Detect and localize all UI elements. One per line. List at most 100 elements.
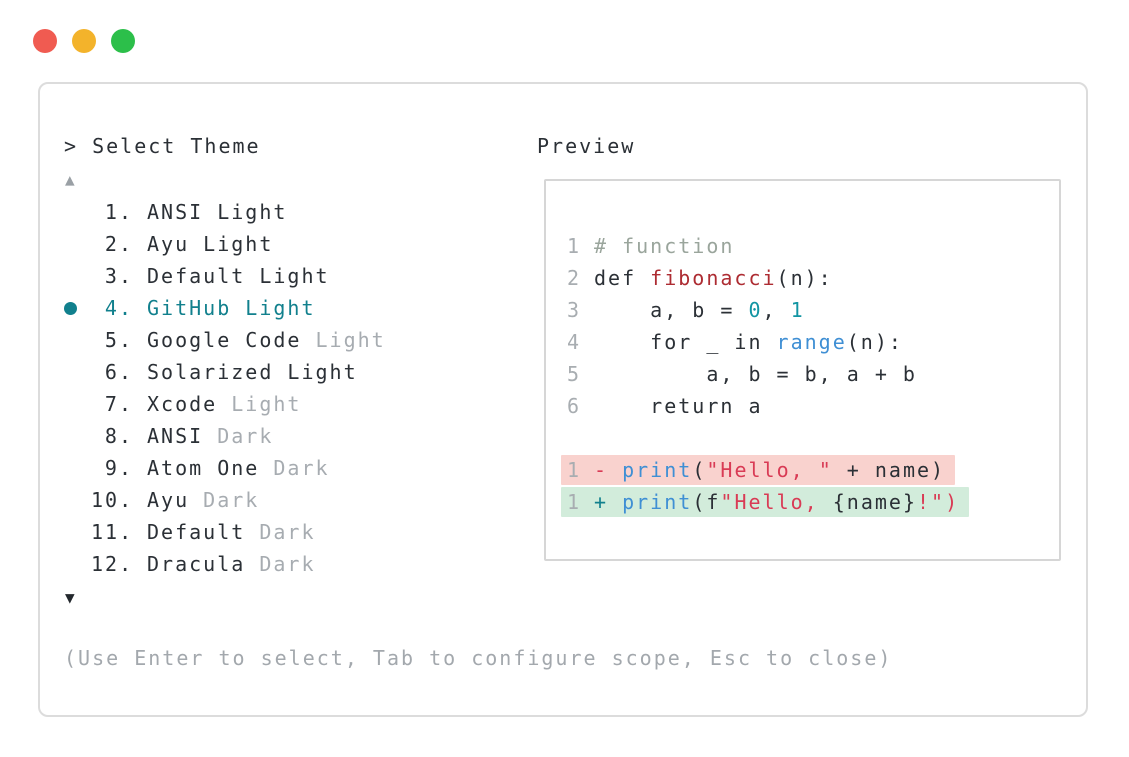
token-plain: (n): — [776, 266, 833, 290]
code-line — [546, 422, 1059, 454]
theme-name: Google Code Light — [147, 328, 386, 352]
selected-theme-bullet — [64, 301, 77, 315]
code-line-content — [567, 422, 594, 454]
code-line: 3 a, b = 0, 1 — [546, 294, 1059, 326]
theme-number: 4. — [104, 296, 133, 320]
code-line-content: 5 a, b = b, a + b — [567, 358, 917, 390]
line-number: 1 — [567, 234, 582, 258]
code-line-content: 2 def fibonacci(n): — [567, 262, 833, 294]
theme-list-item[interactable]: 11.Default Dark — [40, 516, 540, 548]
code-line-content: 4 for _ in range(n): — [567, 326, 903, 358]
token-function: fibonacci — [650, 266, 777, 290]
token-plain: (f — [692, 490, 721, 514]
theme-number: 11. — [91, 520, 134, 544]
line-number: 5 — [567, 362, 582, 386]
token-number: 1 — [790, 298, 805, 322]
line-number: 6 — [567, 394, 582, 418]
theme-list-item[interactable]: 1. ANSI Light — [40, 196, 540, 228]
theme-name: Dracula Dark — [147, 552, 316, 576]
theme-name: Atom One Dark — [147, 456, 330, 480]
code-line-content: 1- print("Hello, " + name) — [561, 455, 956, 485]
theme-number: 12. — [91, 552, 134, 576]
token-plain: , — [762, 298, 791, 322]
diff-line-added: 1 + print(f"Hello, {name}!") — [546, 486, 1059, 518]
line-number: 1 — [567, 458, 582, 482]
theme-number: 6. — [104, 360, 133, 384]
theme-list-item[interactable]: 5. Google Code Light — [40, 324, 540, 356]
theme-name-suffix: Dark — [245, 552, 316, 576]
theme-name-suffix: Dark — [189, 488, 260, 512]
token-string: "Hello, " — [706, 458, 833, 482]
token-string: !") — [916, 490, 960, 514]
theme-list-item[interactable]: 3. Default Light — [40, 260, 540, 292]
theme-name: ANSI Light — [147, 200, 288, 224]
theme-number: 5. — [104, 328, 133, 352]
theme-list-item[interactable]: 4.GitHub Light — [40, 292, 540, 324]
theme-name: Xcode Light — [147, 392, 302, 416]
scroll-down-indicator[interactable]: ▼ — [65, 588, 75, 607]
token-diff-add: + — [594, 490, 623, 514]
token-plain: a, b = — [594, 298, 749, 322]
theme-number: 10. — [91, 488, 134, 512]
token-number: 0 — [748, 298, 763, 322]
code-line: 6 return a — [546, 390, 1059, 422]
token-plain: {name} — [832, 490, 917, 514]
line-number: 1 — [567, 490, 582, 514]
line-number: 4 — [567, 330, 582, 354]
theme-number: 7. — [104, 392, 133, 416]
diff-line-deleted: 1- print("Hello, " + name) — [546, 454, 1059, 486]
theme-list-item[interactable]: 8.ANSI Dark — [40, 420, 540, 452]
code-line: 4 for _ in range(n): — [546, 326, 1059, 358]
theme-number: 1. — [104, 200, 133, 224]
token-plain: ( — [692, 458, 707, 482]
token-diff-del: - — [594, 458, 623, 482]
theme-list-item[interactable]: 12. Dracula Dark — [40, 548, 540, 580]
theme-list-item[interactable]: 10.Ayu Dark — [40, 484, 540, 516]
token-string: "Hello, — [720, 490, 833, 514]
theme-number: 3. — [104, 264, 133, 288]
theme-list-item[interactable]: 9. Atom One Dark — [40, 452, 540, 484]
theme-name-suffix: Light — [217, 392, 302, 416]
theme-name-suffix: Light — [301, 328, 386, 352]
zoom-button[interactable] — [111, 29, 135, 53]
close-button[interactable] — [33, 29, 57, 53]
code-line-content: 1 + print(f"Hello, {name}!") — [561, 487, 970, 517]
token-plain: for _ in — [594, 330, 777, 354]
line-number: 3 — [567, 298, 582, 322]
line-number: 2 — [567, 266, 582, 290]
minimize-button[interactable] — [72, 29, 96, 53]
token-builtin: range — [776, 330, 847, 354]
theme-list-item[interactable]: 6. Solarized Light — [40, 356, 540, 388]
hint-text: (Use Enter to select, Tab to configure s… — [64, 646, 893, 670]
token-plain: (n): — [846, 330, 903, 354]
theme-name: Ayu Light — [147, 232, 274, 256]
theme-list-item[interactable]: 7. Xcode Light — [40, 388, 540, 420]
code-line-content: 6 return a — [567, 390, 763, 422]
theme-name-suffix: Dark — [203, 424, 274, 448]
theme-name-suffix: Dark — [259, 456, 330, 480]
selection-marker — [64, 301, 91, 315]
code-line-content: 1 # function — [567, 230, 734, 262]
token-builtin: print — [622, 458, 693, 482]
theme-name: Solarized Light — [147, 360, 358, 384]
scroll-up-indicator[interactable]: ▲ — [65, 170, 75, 189]
token-comment: # function — [594, 234, 735, 258]
token-plain: return a — [594, 394, 763, 418]
token-plain: def — [594, 266, 651, 290]
code-line: 2 def fibonacci(n): — [546, 262, 1059, 294]
theme-number: 9. — [104, 456, 133, 480]
code-line: 1 # function — [546, 230, 1059, 262]
token-plain: + name) — [832, 458, 946, 482]
theme-number: 8. — [104, 424, 133, 448]
code-line: 5 a, b = b, a + b — [546, 358, 1059, 390]
theme-list-item[interactable]: 2. Ayu Light — [40, 228, 540, 260]
code-line-content: 3 a, b = 0, 1 — [567, 294, 805, 326]
theme-number: 2. — [104, 232, 133, 256]
theme-name-suffix: Dark — [245, 520, 316, 544]
token-builtin: print — [622, 490, 693, 514]
theme-name: Default Light — [147, 264, 330, 288]
